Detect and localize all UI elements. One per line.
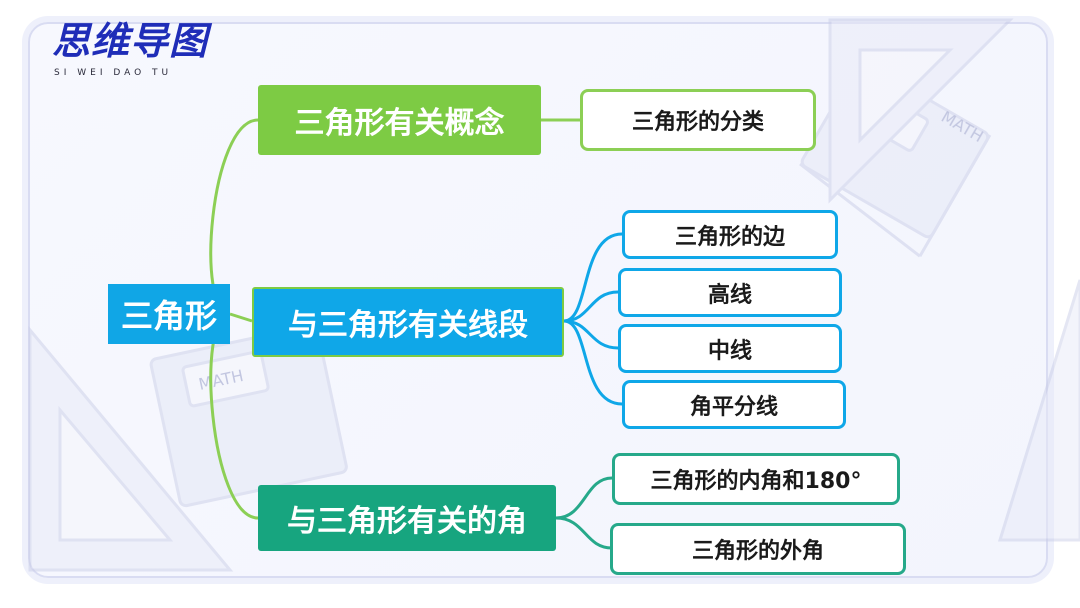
leaf-node-interior-angle-sum[interactable]: 三角形的内角和180° [612, 453, 900, 505]
root-node[interactable]: 三角形 [108, 284, 230, 344]
connector-branch2-leaf2 [563, 290, 619, 323]
brand-subtitle: SI WEI DAO TU [54, 68, 173, 78]
leaf-node-exterior-angle[interactable]: 三角形的外角 [610, 523, 906, 575]
ruler-icon [997, 279, 1080, 542]
branch-node-angles[interactable]: 与三角形有关的角 [258, 485, 556, 551]
ruler-icon [28, 325, 234, 572]
connector-branch3-leaf1 [555, 476, 613, 520]
ruler-icon [828, 18, 1014, 204]
connector-branch3-leaf2 [555, 516, 613, 550]
branch-node-segments[interactable]: 与三角形有关线段 [252, 287, 564, 357]
leaf-node-sides[interactable]: 三角形的边 [622, 210, 838, 259]
connector-root-branch3 [209, 312, 259, 520]
branch-node-concepts[interactable]: 三角形有关概念 [258, 85, 541, 155]
book-icon [149, 324, 348, 508]
brand-title: 思维导图 [52, 19, 209, 63]
connector-root-branch2 [229, 312, 253, 323]
connector-branch2-leaf4 [563, 319, 623, 406]
leaf-node-median[interactable]: 中线 [618, 324, 842, 373]
connector-branch2-leaf1 [563, 232, 623, 323]
leaf-node-altitude[interactable]: 高线 [618, 268, 842, 317]
leaf-node-classification[interactable]: 三角形的分类 [580, 89, 816, 151]
leaf-node-angle-bisector[interactable]: 角平分线 [622, 380, 846, 429]
